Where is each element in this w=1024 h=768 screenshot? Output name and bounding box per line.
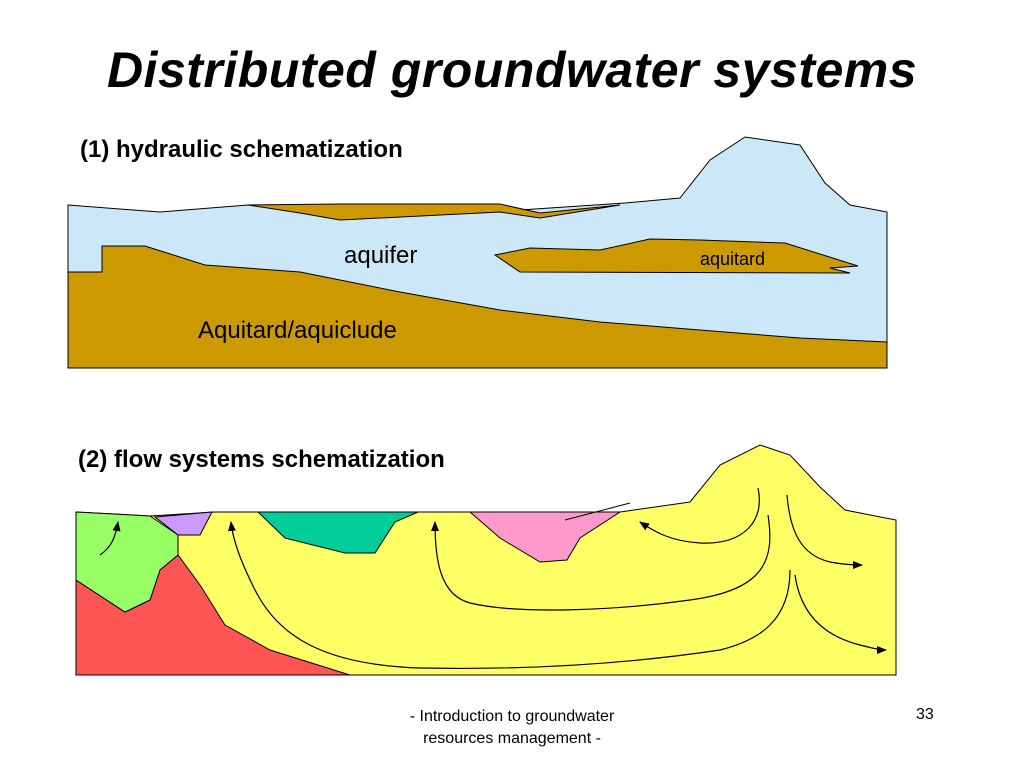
flow-arrow-right-upper bbox=[786, 494, 863, 569]
local-flow-system-teal-region bbox=[256, 511, 419, 554]
footer: - Introduction to groundwater resources … bbox=[362, 706, 662, 750]
flow-arrow-intermediate bbox=[431, 514, 771, 611]
regional-flow-system-region bbox=[75, 444, 897, 676]
local-flow-system-pink-region bbox=[468, 511, 622, 563]
section2-heading: (2) flow systems schematization bbox=[78, 446, 445, 473]
flow-arrow-green bbox=[99, 521, 121, 556]
aquifer-label: aquifer bbox=[344, 242, 417, 269]
flow-arrow-right-lower bbox=[794, 574, 887, 654]
aquitard-aquiclude-label: Aquitard/aquiclude bbox=[198, 317, 397, 344]
aquitard-lens bbox=[493, 238, 859, 274]
aquitard-label: aquitard bbox=[700, 249, 765, 269]
section1-heading: (1) hydraulic schematization bbox=[80, 136, 403, 163]
flow-arrow-regional-deep bbox=[228, 521, 791, 670]
aquitard-aquiclude-region bbox=[67, 245, 888, 369]
page-number: 33 bbox=[916, 706, 934, 723]
hydraulic-schematization-diagram: aquifer aquitard Aquitard/aquiclude bbox=[67, 136, 888, 369]
top-aquitard-lens bbox=[247, 203, 621, 221]
flow-arrow-left-upper bbox=[639, 487, 760, 544]
local-flow-system-green-region bbox=[75, 511, 179, 613]
surface-line bbox=[564, 502, 631, 521]
local-flow-system-purple-region bbox=[153, 511, 213, 536]
footer-line1: - Introduction to groundwater bbox=[409, 708, 615, 725]
flow-systems-diagram bbox=[75, 444, 897, 676]
footer-line2: resources management - bbox=[423, 730, 601, 747]
slide-title: Distributed groundwater systems bbox=[106, 42, 918, 98]
